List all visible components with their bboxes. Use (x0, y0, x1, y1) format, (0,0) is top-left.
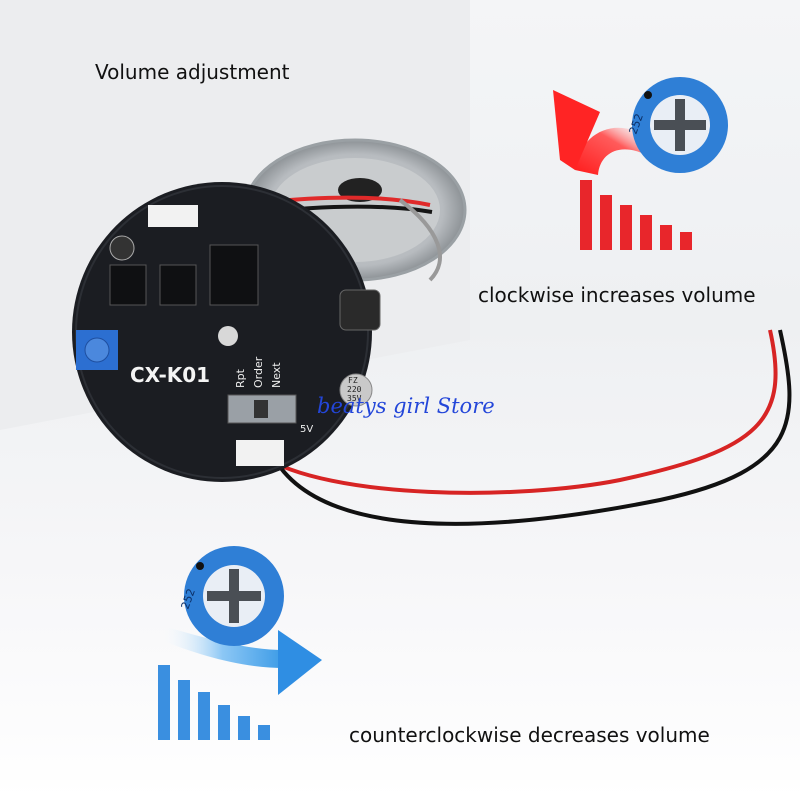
volume-bars-icon (580, 180, 692, 250)
switch-label-order: Order (252, 356, 265, 388)
chip (109, 264, 147, 306)
clockwise-caption: clockwise increases volume (478, 283, 756, 307)
capacitor-text: 35V (347, 394, 362, 403)
board-model: CX-K01 (130, 363, 210, 387)
watermark: beatys girl Store (317, 394, 495, 418)
clockwise-indicator: 252 (553, 77, 728, 250)
capacitor-text: 220 (347, 385, 362, 394)
chip (159, 264, 197, 306)
capacitor-large (339, 373, 373, 407)
top-connector (148, 205, 198, 227)
counterclockwise-caption: counterclockwise decreases volume (349, 723, 710, 747)
capacitor-text: FZ (348, 376, 358, 385)
inductor (339, 289, 381, 331)
chip (209, 244, 259, 306)
bottom-connector (236, 440, 284, 466)
switch-label-next: Next (270, 362, 283, 388)
arrow-head (553, 90, 600, 170)
potentiometer-knob-icon: 252 (179, 546, 284, 646)
mounting-hole (218, 326, 238, 346)
volume-bars-icon (158, 665, 270, 740)
potentiometer-knob-icon: 252 (627, 77, 728, 173)
pcb-board: FZ 220 35V CX-K01 Rpt Order Next 5V (72, 182, 381, 482)
arrow-head (278, 630, 322, 695)
voltage-label: 5V (300, 424, 313, 435)
capacitor (109, 235, 135, 261)
title-text: Volume adjustment (95, 60, 290, 84)
switch-label-rpt: Rpt (234, 368, 247, 388)
arrow-counterclockwise-icon (160, 625, 285, 668)
counterclockwise-indicator: 252 (158, 546, 322, 740)
